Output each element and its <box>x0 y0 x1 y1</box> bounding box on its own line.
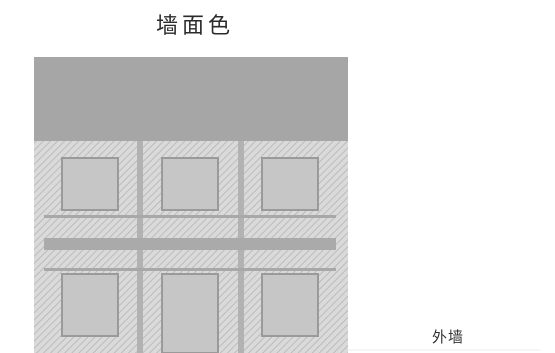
window-upper-left <box>61 157 119 211</box>
floor-band <box>44 238 336 250</box>
exterior-wall-label: 外墙 <box>432 328 465 346</box>
cornice-line-lower <box>44 268 336 271</box>
window-lower-left <box>61 273 119 337</box>
door-lower-middle <box>161 273 219 353</box>
window-upper-right <box>261 157 319 211</box>
diagram-title: 墙面色 <box>155 14 234 39</box>
cornice-line-upper <box>44 215 336 218</box>
roof-band <box>34 57 348 141</box>
window-lower-right <box>261 273 319 337</box>
window-upper-middle <box>161 157 219 211</box>
